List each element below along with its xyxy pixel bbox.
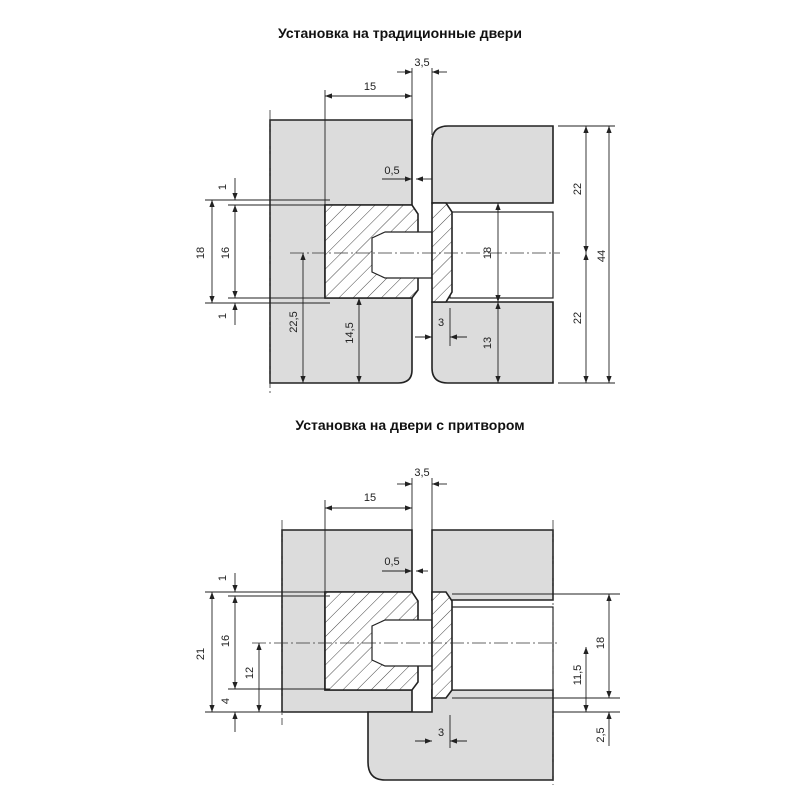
dim-13: 13 — [482, 337, 494, 349]
dim-0-5: 0,5 — [384, 165, 399, 177]
bottom-door-channel — [449, 606, 554, 691]
dim-14-5: 14,5 — [344, 322, 356, 343]
dim-18-right: 18 — [482, 247, 494, 259]
dim-3-5: 3,5 — [414, 467, 429, 479]
top-hinge-plate — [431, 202, 453, 303]
dim-3: 3 — [438, 317, 444, 329]
dim-22-lower: 22 — [572, 312, 584, 324]
dim-11-5: 11,5 — [572, 665, 584, 686]
dim-4: 4 — [220, 698, 232, 704]
top-hinge-pin-cavity — [371, 231, 433, 279]
dim-22-upper: 22 — [572, 183, 584, 195]
top-door-lower — [431, 301, 554, 384]
bottom-diagram-title: Установка на двери с притвором — [295, 417, 524, 433]
dim-0-5: 0,5 — [384, 556, 399, 568]
bottom-door-upper — [431, 529, 554, 601]
dim-15: 15 — [364, 492, 376, 504]
top-diagram: 15 3,5 0,5 1 18 16 1 22,5 14,5 3 18 13 2… — [195, 57, 615, 395]
dim-18: 18 — [595, 637, 607, 649]
dim-15: 15 — [364, 81, 376, 93]
top-diagram-title: Установка на традиционные двери — [278, 25, 522, 41]
dim-1-bottom: 1 — [217, 313, 229, 319]
dim-22-5: 22,5 — [288, 311, 300, 332]
bottom-door-lower — [367, 689, 554, 781]
bottom-diagram: 3,5 15 0,5 1 21 16 12 4 3 11,5 18 2,5 — [195, 467, 620, 785]
dim-1: 1 — [217, 575, 229, 581]
top-door-channel — [449, 211, 554, 299]
dim-3-5: 3,5 — [414, 57, 429, 69]
dim-18-left: 18 — [195, 247, 207, 259]
dim-44: 44 — [596, 250, 608, 262]
dim-16: 16 — [220, 635, 232, 647]
dim-16: 16 — [220, 247, 232, 259]
dim-12: 12 — [244, 667, 256, 679]
bottom-hinge-plate — [431, 591, 453, 699]
top-door-upper — [431, 125, 554, 204]
dim-3: 3 — [438, 727, 444, 739]
dim-2-5: 2,5 — [595, 727, 607, 742]
dim-21: 21 — [195, 648, 207, 660]
dim-1-top: 1 — [217, 184, 229, 190]
